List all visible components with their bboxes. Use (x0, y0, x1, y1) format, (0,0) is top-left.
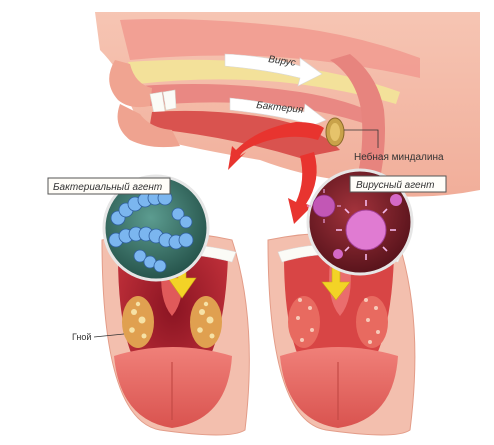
pus-label: Гной (72, 332, 91, 342)
tonsil-right-1 (288, 296, 320, 348)
tonsil-label: Небная миндалина (354, 151, 444, 163)
viral-agent-label: Вирусный агент (356, 180, 434, 191)
viral-agent-callout: Вирусный агент (350, 176, 446, 192)
bacterial-agent-callout: Бактериальный агент (48, 178, 170, 194)
bacterial-agent-label: Бактериальный агент (53, 182, 162, 193)
tonsil-right-2 (356, 296, 388, 348)
